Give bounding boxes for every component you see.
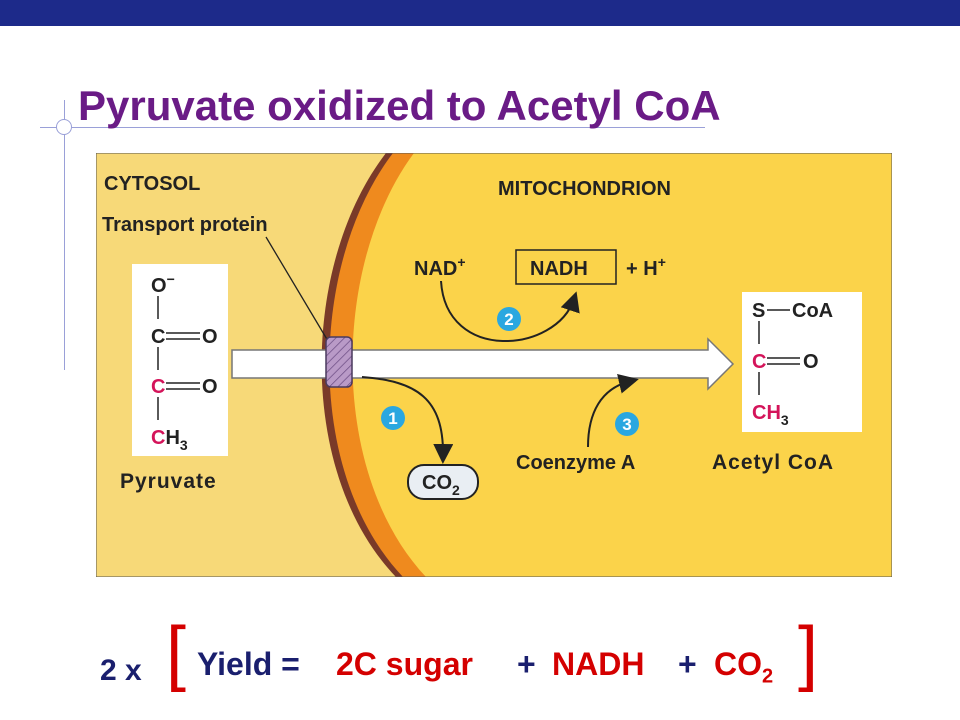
decorative-line-horizontal	[40, 127, 705, 128]
mitochondrion-label: MITOCHONDRION	[498, 178, 671, 200]
top-bar	[0, 0, 960, 26]
open-bracket: [	[166, 613, 187, 693]
pyruvate-structure: O− C O C O CH3	[132, 264, 228, 456]
co2-label: CO2	[422, 472, 460, 498]
yield-sugar: 2C sugar	[336, 646, 473, 682]
co2-bubble	[407, 464, 479, 500]
plus-h-label: + H+	[626, 254, 666, 280]
pyruvate-oxidation-diagram: CYTOSOL Transport protein MITOCHONDRION …	[96, 153, 892, 577]
pyruvate-o2: O	[202, 376, 218, 398]
acetyl-s: S	[752, 300, 765, 322]
yield-label: Yield =	[197, 646, 300, 682]
svg-text:CH3: CH3	[151, 427, 188, 453]
pyruvate-c3: C	[151, 427, 165, 449]
nad-plus-label: NAD+	[414, 254, 466, 280]
pyruvate-c2: C	[151, 376, 165, 398]
transport-protein-label: Transport protein	[102, 214, 268, 236]
svg-text:CH3: CH3	[752, 402, 789, 428]
yield-equation: 2 x [ Yield = 2C sugar + NADH + CO2 ]	[100, 613, 860, 698]
acetyl-o: O	[803, 351, 819, 373]
decorative-circle	[56, 119, 72, 135]
acetyl-c2: C	[752, 402, 766, 424]
pyruvate-c1: C	[151, 326, 165, 348]
step3-number: 3	[622, 415, 631, 434]
transport-arrow	[231, 337, 735, 391]
transport-protein	[325, 336, 353, 388]
pyruvate-name: Pyruvate	[120, 470, 217, 493]
close-bracket: ]	[798, 613, 819, 693]
step3-circle	[615, 412, 639, 436]
decorative-line-vertical	[64, 100, 65, 370]
acetyl-c1: C	[752, 351, 766, 373]
acetyl-coa-group: CoA	[792, 300, 833, 322]
nadh-label: NADH	[530, 258, 588, 280]
cytosol-label: CYTOSOL	[104, 173, 200, 195]
yield-multiplier: 2 x	[100, 654, 142, 687]
nadh-box	[515, 249, 617, 285]
yield-plus-1: +	[517, 646, 536, 682]
step1-arrow	[361, 376, 454, 464]
step3-arrow	[587, 373, 639, 448]
step2-number: 2	[504, 310, 513, 329]
acetyl-coa-structure: S CoA C O CH3	[742, 292, 862, 432]
yield-co2: CO2	[714, 646, 774, 688]
step2-arrow	[440, 280, 580, 342]
pyruvate-o1: O	[202, 326, 218, 348]
yield-plus-2: +	[678, 646, 697, 682]
step2-circle	[497, 307, 521, 331]
coenzyme-a-label: Coenzyme A	[516, 452, 635, 474]
svg-text:O−: O−	[151, 271, 175, 297]
yield-nadh: NADH	[552, 646, 645, 682]
slide-title: Pyruvate oxidized to Acetyl CoA	[78, 82, 721, 129]
step1-circle	[381, 406, 405, 430]
pyruvate-o-minus: O	[151, 275, 167, 297]
transport-pointer-line	[265, 236, 329, 342]
acetyl-coa-name: Acetyl CoA	[712, 451, 834, 474]
step1-number: 1	[388, 409, 397, 428]
